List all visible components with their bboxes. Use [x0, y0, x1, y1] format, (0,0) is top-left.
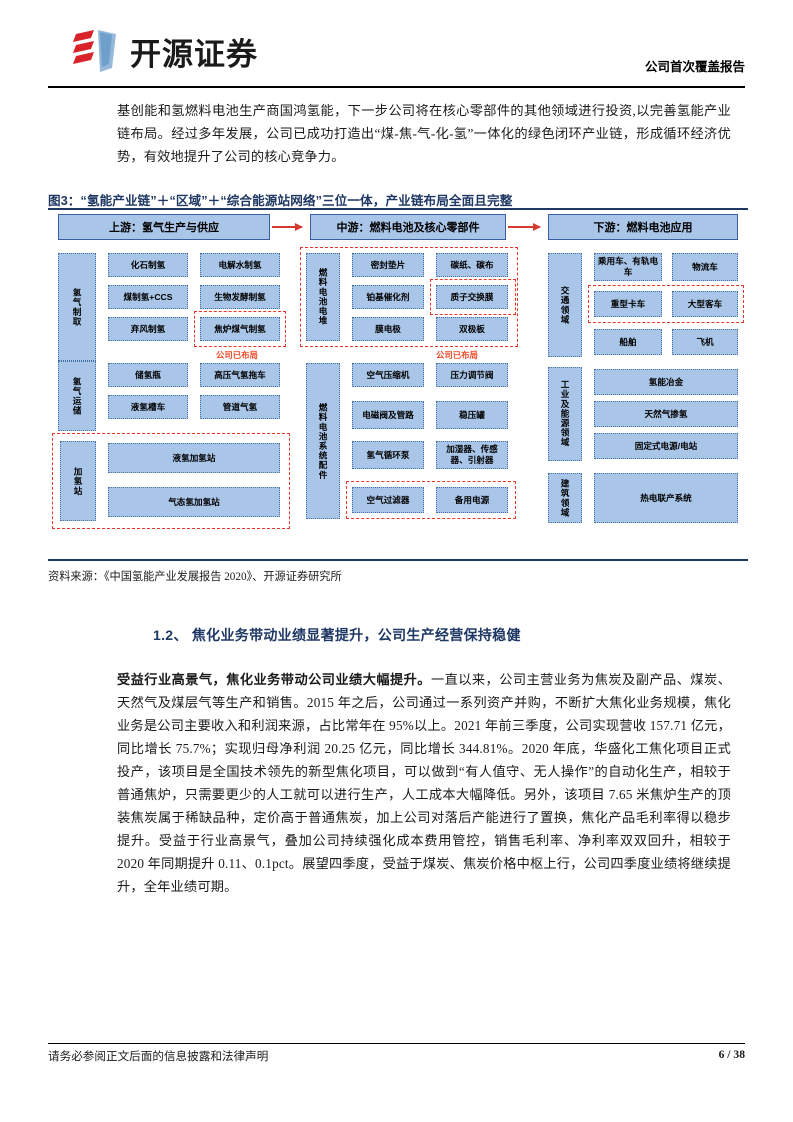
- banner-upstream: 上游：氢气生产与供应: [58, 214, 270, 240]
- node-high-pressure-gas-trailer: 高压气氢拖车: [200, 363, 280, 387]
- group-label-refueling-station: 加氢站: [60, 441, 96, 521]
- report-type-label: 公司首次覆盖报告: [644, 60, 745, 74]
- node-coal-hydrogen-ccs: 煤制氢+CCS: [108, 285, 188, 309]
- annotation-company-layout-upstream: 公司已布局: [216, 350, 258, 360]
- node-large-bus: 大型客车: [672, 291, 738, 317]
- node-heavy-truck: 重型卡车: [594, 291, 662, 317]
- brand-name: 开源证券: [130, 36, 258, 72]
- group-label-hydrogen-storage-transport: 氢气运储: [58, 361, 96, 431]
- node-platinum-catalyst: 铂基催化剂: [352, 285, 424, 309]
- banner-downstream: 下游：燃料电池应用: [548, 214, 738, 240]
- node-wind-curtailment-hydrogen: 弃风制氢: [108, 317, 188, 341]
- page-header: 开源证券 公司首次覆盖报告: [0, 0, 793, 92]
- arrow-midstream-to-downstream-icon: [508, 222, 541, 231]
- figure-diagram: 上游：氢气生产与供应 中游：燃料电池及核心零部件 下游：燃料电池应用 氢气制取 …: [48, 211, 748, 561]
- footer-divider: [48, 1043, 745, 1045]
- top-paragraph: 基创能和氢燃料电池生产商国鸿氢能，下一步公司将在核心零部件的其他领域进行投资,以…: [117, 103, 731, 164]
- footer-disclaimer: 请务必参阅正文后面的信息披露和法律声明: [48, 1050, 269, 1063]
- node-hydrogen-metallurgy: 氢能冶金: [594, 369, 738, 395]
- section-body-text: 一直以来，公司主营业务为焦炭及副产品、煤炭、天然气及煤层气等生产和销售。2015…: [117, 672, 731, 894]
- node-sealing-gasket: 密封垫片: [352, 253, 424, 277]
- node-proton-exchange-membrane: 质子交换膜: [436, 285, 508, 309]
- section-heading-text: 焦化业务带动业绩显著提升，公司生产经营保持稳健: [191, 627, 521, 643]
- node-fossil-hydrogen: 化石制氢: [108, 253, 188, 277]
- node-natural-gas-blending: 天然气掺氢: [594, 401, 738, 427]
- group-label-building: 建筑领域: [548, 473, 582, 523]
- node-carbon-paper-cloth: 碳纸、碳布: [436, 253, 508, 277]
- node-liquid-hydrogen-tanker: 液氢槽车: [108, 395, 188, 419]
- node-hydrogen-circulation-pump: 氢气循环泵: [352, 441, 424, 469]
- node-pipeline-gaseous-hydrogen: 管道气氢: [200, 395, 280, 419]
- node-coke-oven-gas-hydrogen: 焦炉煤气制氢: [200, 317, 280, 341]
- node-electrolysis-hydrogen: 电解水制氢: [200, 253, 280, 277]
- node-air-compressor: 空气压缩机: [352, 363, 424, 387]
- figure-title-text: “氢能产业链”＋“区域”＋“综合能源站网络”三位一体，产业链布局全面且完整: [80, 194, 513, 208]
- node-hydrogen-cylinder: 储氢瓶: [108, 363, 188, 387]
- node-pressure-regulating-valve: 压力调节阀: [436, 363, 508, 387]
- section-number: 1.2、: [153, 627, 188, 643]
- group-label-industry-energy: 工业及能源领域: [548, 367, 582, 461]
- section-paragraph: 受益行业高景气，焦化业务带动公司业绩大幅提升。一直以来，公司主营业务为焦炭及副产…: [117, 668, 731, 898]
- node-biofermentation-hydrogen: 生物发酵制氢: [200, 285, 280, 309]
- node-ship: 船舶: [594, 329, 662, 355]
- banner-midstream: 中游：燃料电池及核心零部件: [310, 214, 506, 240]
- node-passenger-car-tram: 乘用车、有轨电车: [594, 253, 662, 281]
- footer-page-number: 6 / 38: [718, 1048, 745, 1061]
- node-chp-system: 热电联产系统: [594, 473, 738, 523]
- group-label-fuel-cell-stack: 燃料电池电堆: [306, 253, 340, 341]
- group-label-transportation: 交通领域: [548, 253, 582, 357]
- node-liquid-hydrogen-station: 液氢加氢站: [108, 443, 280, 473]
- brand-logo: 开源证券: [72, 28, 258, 74]
- node-air-filter: 空气过滤器: [352, 487, 424, 513]
- figure-label: 图3：: [48, 194, 81, 208]
- node-pressure-stabilizing-tank: 稳压罐: [436, 401, 508, 429]
- node-aircraft: 飞机: [672, 329, 738, 355]
- figure-title-divider: [48, 208, 748, 210]
- header-divider: [48, 86, 745, 88]
- section-heading: 1.2、 焦化业务带动业绩显著提升，公司生产经营保持稳健: [153, 625, 521, 645]
- arrow-upstream-to-midstream-icon: [272, 222, 303, 231]
- node-membrane-electrode: 膜电极: [352, 317, 424, 341]
- group-label-fuel-cell-system-parts: 燃料电池系统配件: [306, 363, 340, 519]
- node-bipolar-plate: 双极板: [436, 317, 508, 341]
- annotation-company-layout-midstream: 公司已布局: [436, 350, 478, 360]
- node-logistics-vehicle: 物流车: [672, 253, 738, 281]
- figure-source: 资料来源：《中国氢能产业发展报告 2020》、开源证券研究所: [48, 571, 342, 583]
- node-stationary-power-station: 固定式电源/电站: [594, 433, 738, 459]
- node-humidifier-sensor-ejector: 加湿器、传感器、引射器: [436, 441, 508, 469]
- value-chain-banner-row: 上游：氢气生产与供应 中游：燃料电池及核心零部件 下游：燃料电池应用: [48, 214, 748, 242]
- node-gaseous-hydrogen-station: 气态氢加氢站: [108, 487, 280, 517]
- node-solenoid-valve-piping: 电磁阀及管路: [352, 401, 424, 429]
- kaiyuan-ribbon-logo-icon: [72, 28, 120, 74]
- figure-title: 图3：“氢能产业链”＋“区域”＋“综合能源站网络”三位一体，产业链布局全面且完整: [48, 190, 748, 209]
- node-backup-power: 备用电源: [436, 487, 508, 513]
- group-label-hydrogen-production: 氢气制取: [58, 253, 96, 361]
- section-lead-sentence: 受益行业高景气，焦化业务带动公司业绩大幅提升。: [117, 672, 431, 687]
